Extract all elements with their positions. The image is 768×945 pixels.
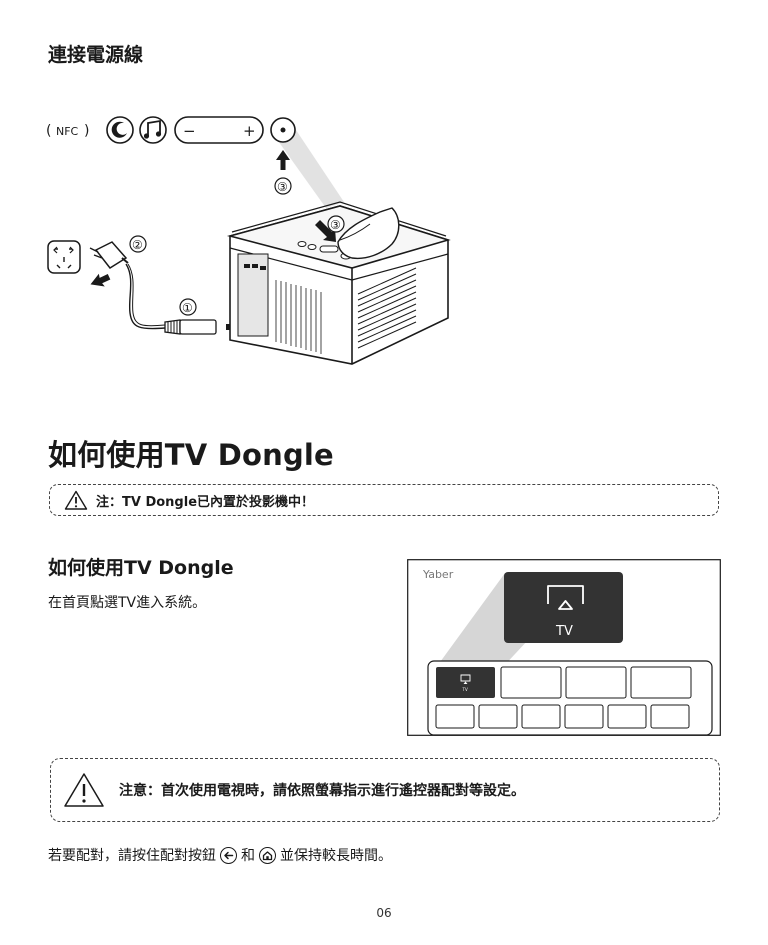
dongle-note-box: 注：TV Dongle已內置於投影機中！ <box>49 484 719 516</box>
tv-tile-label: TV <box>555 624 573 639</box>
app-tile-4 <box>630 666 692 699</box>
home-screen-illustration: Yaber TV TV <box>407 559 721 736</box>
pairing-text-after: 並保持較長時間。 <box>280 848 392 864</box>
step-badge-press: ③ <box>327 215 345 233</box>
remote-note-box: 注意：首次使用電視時，請依照螢幕指示進行遙控器配對等設定。 <box>50 758 720 822</box>
remote-note-text: 注意：首次使用電視時，請依照螢幕指示進行遙控器配對等設定。 <box>119 783 525 799</box>
page-number: 06 <box>376 906 392 920</box>
home-button-icon <box>259 846 276 864</box>
wall-outlet-icon <box>47 240 81 274</box>
tv-dongle-description: 在首頁點選TV進入系統。 <box>48 595 207 611</box>
volume-minus-icon: − <box>183 122 196 140</box>
dongle-note-text: 注：TV Dongle已內置於投影機中！ <box>96 494 315 510</box>
warning-icon <box>64 490 88 510</box>
app-tile-3 <box>565 666 627 699</box>
cast-icon <box>547 585 584 610</box>
svg-text:①: ① <box>182 301 193 315</box>
app-tile-small-5 <box>607 704 647 729</box>
app-tile-small-3 <box>521 704 561 729</box>
plug-icon <box>89 241 129 269</box>
arrow-up-icon <box>276 150 290 170</box>
music-button-icon <box>139 116 167 144</box>
section-title-tv-dongle: 如何使用TV Dongle <box>48 438 334 472</box>
app-tile-2 <box>500 666 562 699</box>
nfc-label: NFC <box>56 125 79 138</box>
app-tile-small-2 <box>478 704 518 729</box>
cable-connector-icon <box>164 319 217 335</box>
back-button-icon <box>220 846 237 864</box>
moon-button-icon <box>106 116 134 144</box>
svg-text:③: ③ <box>277 180 288 194</box>
projector-icon <box>226 201 451 365</box>
volume-plus-icon: + <box>243 122 256 140</box>
illustration-beam <box>276 124 344 208</box>
hand-icon <box>337 207 400 260</box>
volume-pill: − + <box>174 116 264 144</box>
app-tile-small-4 <box>564 704 604 729</box>
section-title-power: 連接電源線 <box>48 44 144 66</box>
power-connection-illustration: ( NFC ) − + ③ ② <box>46 116 451 365</box>
nfc-bracket-left-icon: ( <box>46 123 51 139</box>
warning-icon <box>64 773 104 807</box>
pairing-instruction: 若要配對，請按住配對按鈕 和 並保持較長時間。 <box>48 845 392 865</box>
step-badge-plug: ② <box>129 235 147 253</box>
power-cable <box>125 263 166 330</box>
power-button-icon <box>270 117 296 143</box>
app-tile-small-1 <box>435 704 475 729</box>
pairing-conjunction: 和 <box>241 848 255 864</box>
arrow-to-outlet-icon <box>90 273 111 287</box>
press-arrow-icon <box>315 220 336 242</box>
tv-tile-large <box>504 572 623 643</box>
pairing-text-before: 若要配對，請按住配對按鈕 <box>48 848 216 864</box>
step-badge-cable: ① <box>179 298 197 316</box>
step-badge-power: ③ <box>274 177 292 195</box>
svg-text:②: ② <box>132 238 143 252</box>
app-tile-small-6 <box>650 704 690 729</box>
tv-tile-small-label: TV <box>462 687 468 692</box>
brand-logo: Yaber <box>422 568 454 581</box>
subsection-title-tv-dongle: 如何使用TV Dongle <box>48 557 234 579</box>
nfc-bracket-right-icon: ) <box>84 123 89 139</box>
svg-text:③: ③ <box>330 218 341 232</box>
